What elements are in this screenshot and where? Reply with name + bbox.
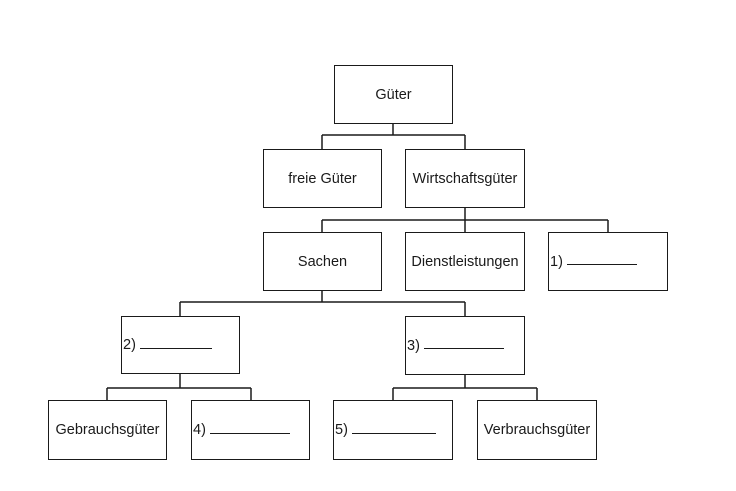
- blank-number: 2): [123, 337, 136, 353]
- node-blank-1: 1): [548, 232, 668, 291]
- node-dienstleistungen: Dienstleistungen: [405, 232, 525, 291]
- node-blank-3: 3): [405, 316, 525, 375]
- answer-blank-line: [139, 347, 212, 349]
- node-gebrauchsgueter: Gebrauchsgüter: [48, 400, 167, 460]
- node-verbrauchsgueter: Verbrauchsgüter: [477, 400, 597, 460]
- node-label: Sachen: [297, 253, 348, 270]
- node-label: Wirtschaftsgüter: [412, 170, 518, 187]
- answer-blank-line: [351, 432, 436, 434]
- blank-number: 5): [335, 422, 348, 438]
- answer-blank-line: [566, 264, 637, 265]
- node-label: Verbrauchsgüter: [483, 422, 591, 438]
- node-blank-5: 5): [333, 400, 453, 460]
- node-wirtschaftsgueter: Wirtschaftsgüter: [405, 149, 525, 208]
- node-label: Güter: [375, 86, 412, 103]
- answer-blank-line: [209, 432, 290, 434]
- answer-blank-line: [423, 348, 504, 349]
- node-blank-2: 2): [121, 316, 240, 374]
- node-label: Gebrauchsgüter: [55, 422, 160, 438]
- blank-number: 1): [550, 253, 563, 270]
- node-gueter: Güter: [334, 65, 453, 124]
- node-label: freie Güter: [288, 170, 357, 187]
- node-sachen: Sachen: [263, 232, 382, 291]
- node-label: Dienstleistungen: [411, 253, 519, 270]
- node-freie-gueter: freie Güter: [263, 149, 382, 208]
- blank-number: 4): [193, 422, 206, 438]
- blank-number: 3): [407, 337, 420, 354]
- node-blank-4: 4): [191, 400, 310, 460]
